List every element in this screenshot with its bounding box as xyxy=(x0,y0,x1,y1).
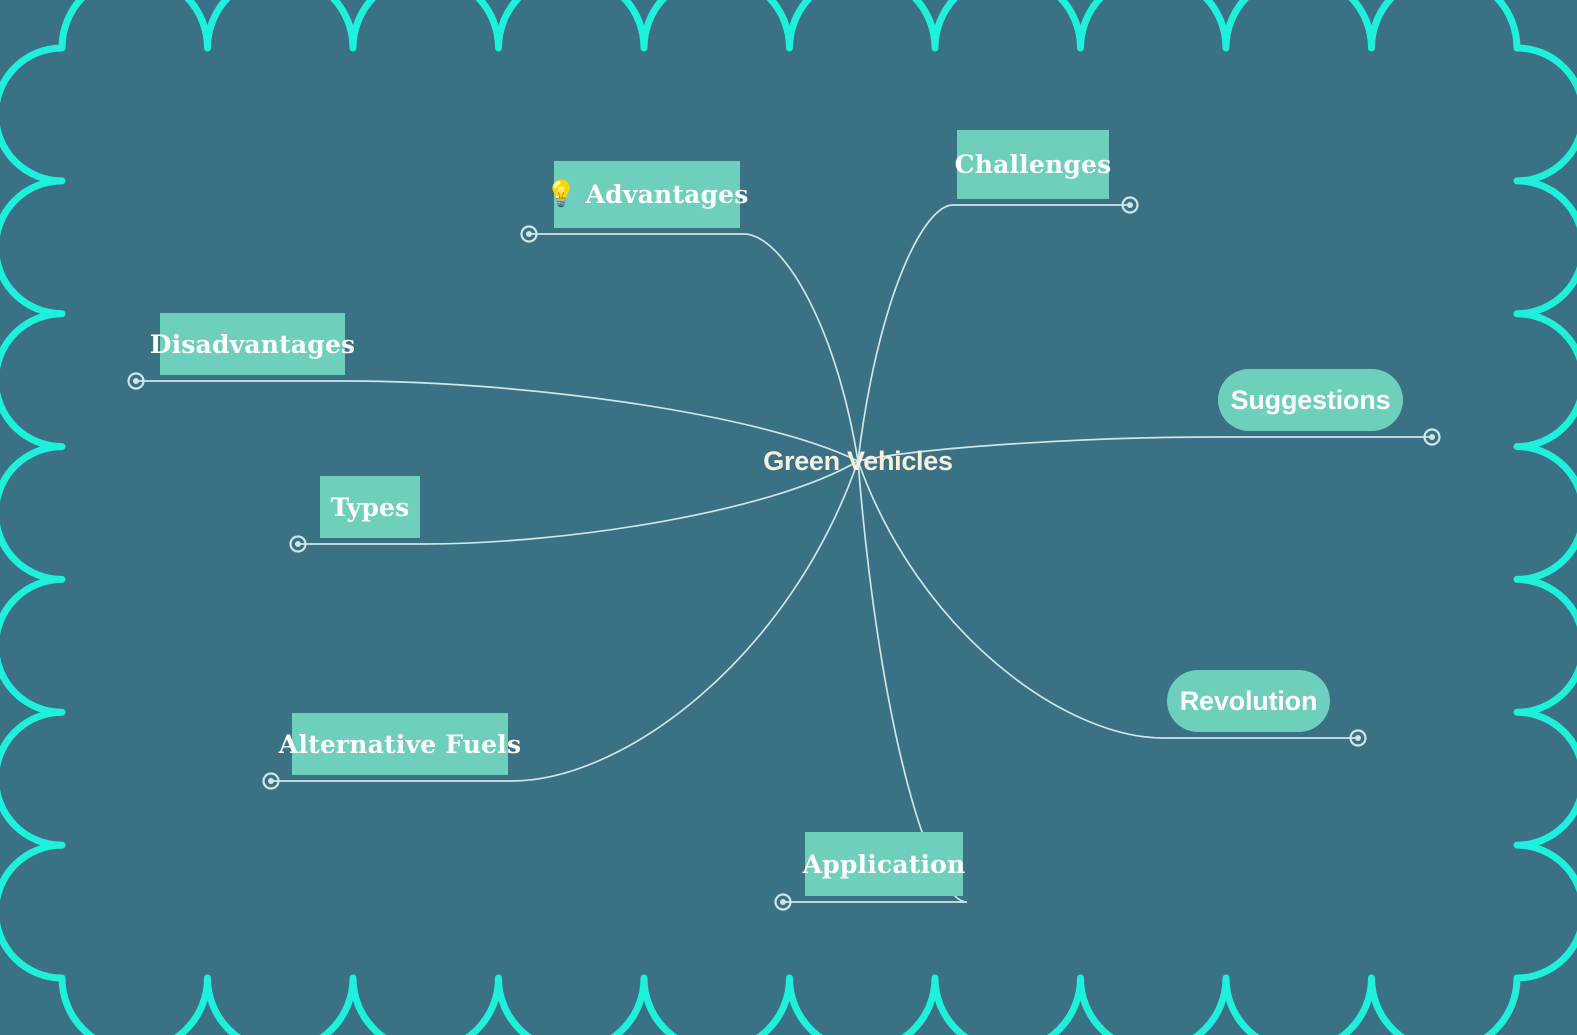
branch-node-label: Suggestions xyxy=(1230,384,1391,415)
connector-endpoint-disadvantages[interactable] xyxy=(127,372,145,390)
branch-node-label: Challenges xyxy=(954,150,1112,179)
connector-application xyxy=(782,460,968,903)
branch-node-alternative-fuels[interactable]: Alternative Fuels xyxy=(279,713,521,775)
branch-node-disadvantages[interactable]: Disadvantages xyxy=(150,313,355,375)
center-node[interactable]: Green Vehicles xyxy=(688,441,1028,481)
connector-challenges xyxy=(857,204,1131,462)
connector-endpoint-advantages[interactable] xyxy=(520,225,538,243)
connector-endpoint-revolution[interactable] xyxy=(1349,729,1367,747)
branch-node-label: Advantages xyxy=(585,180,749,209)
connector-endpoint-types[interactable] xyxy=(289,535,307,553)
lightbulb-icon: 💡 xyxy=(545,180,577,208)
branch-node-label: Application xyxy=(802,849,966,879)
branch-node-label: Disadvantages xyxy=(149,329,356,359)
connector-advantages xyxy=(528,233,859,462)
connector-endpoint-application[interactable] xyxy=(774,893,792,911)
connector-alternative-fuels xyxy=(270,460,859,782)
branch-node-advantages[interactable]: 💡 Advantages xyxy=(545,161,748,228)
connector-types xyxy=(297,460,859,545)
connector-revolution xyxy=(857,460,1359,739)
branch-node-suggestions[interactable]: Suggestions xyxy=(1218,369,1403,431)
branch-node-label: Revolution xyxy=(1179,685,1318,716)
connector-endpoint-suggestions[interactable] xyxy=(1423,428,1441,446)
center-node-label: Green Vehicles xyxy=(763,445,953,476)
connector-endpoint-challenges[interactable] xyxy=(1121,196,1139,214)
branch-node-types[interactable]: Types xyxy=(320,476,420,538)
branch-node-application[interactable]: Application xyxy=(802,832,966,896)
branch-node-challenges[interactable]: Challenges xyxy=(954,130,1112,199)
branch-node-label: Types xyxy=(330,492,410,522)
connector-endpoint-alternative-fuels[interactable] xyxy=(262,772,280,790)
connector-disadvantages xyxy=(135,380,859,462)
branch-node-revolution[interactable]: Revolution xyxy=(1167,670,1330,732)
connector-suggestions xyxy=(857,436,1433,462)
branch-node-label: Alternative Fuels xyxy=(278,729,522,759)
